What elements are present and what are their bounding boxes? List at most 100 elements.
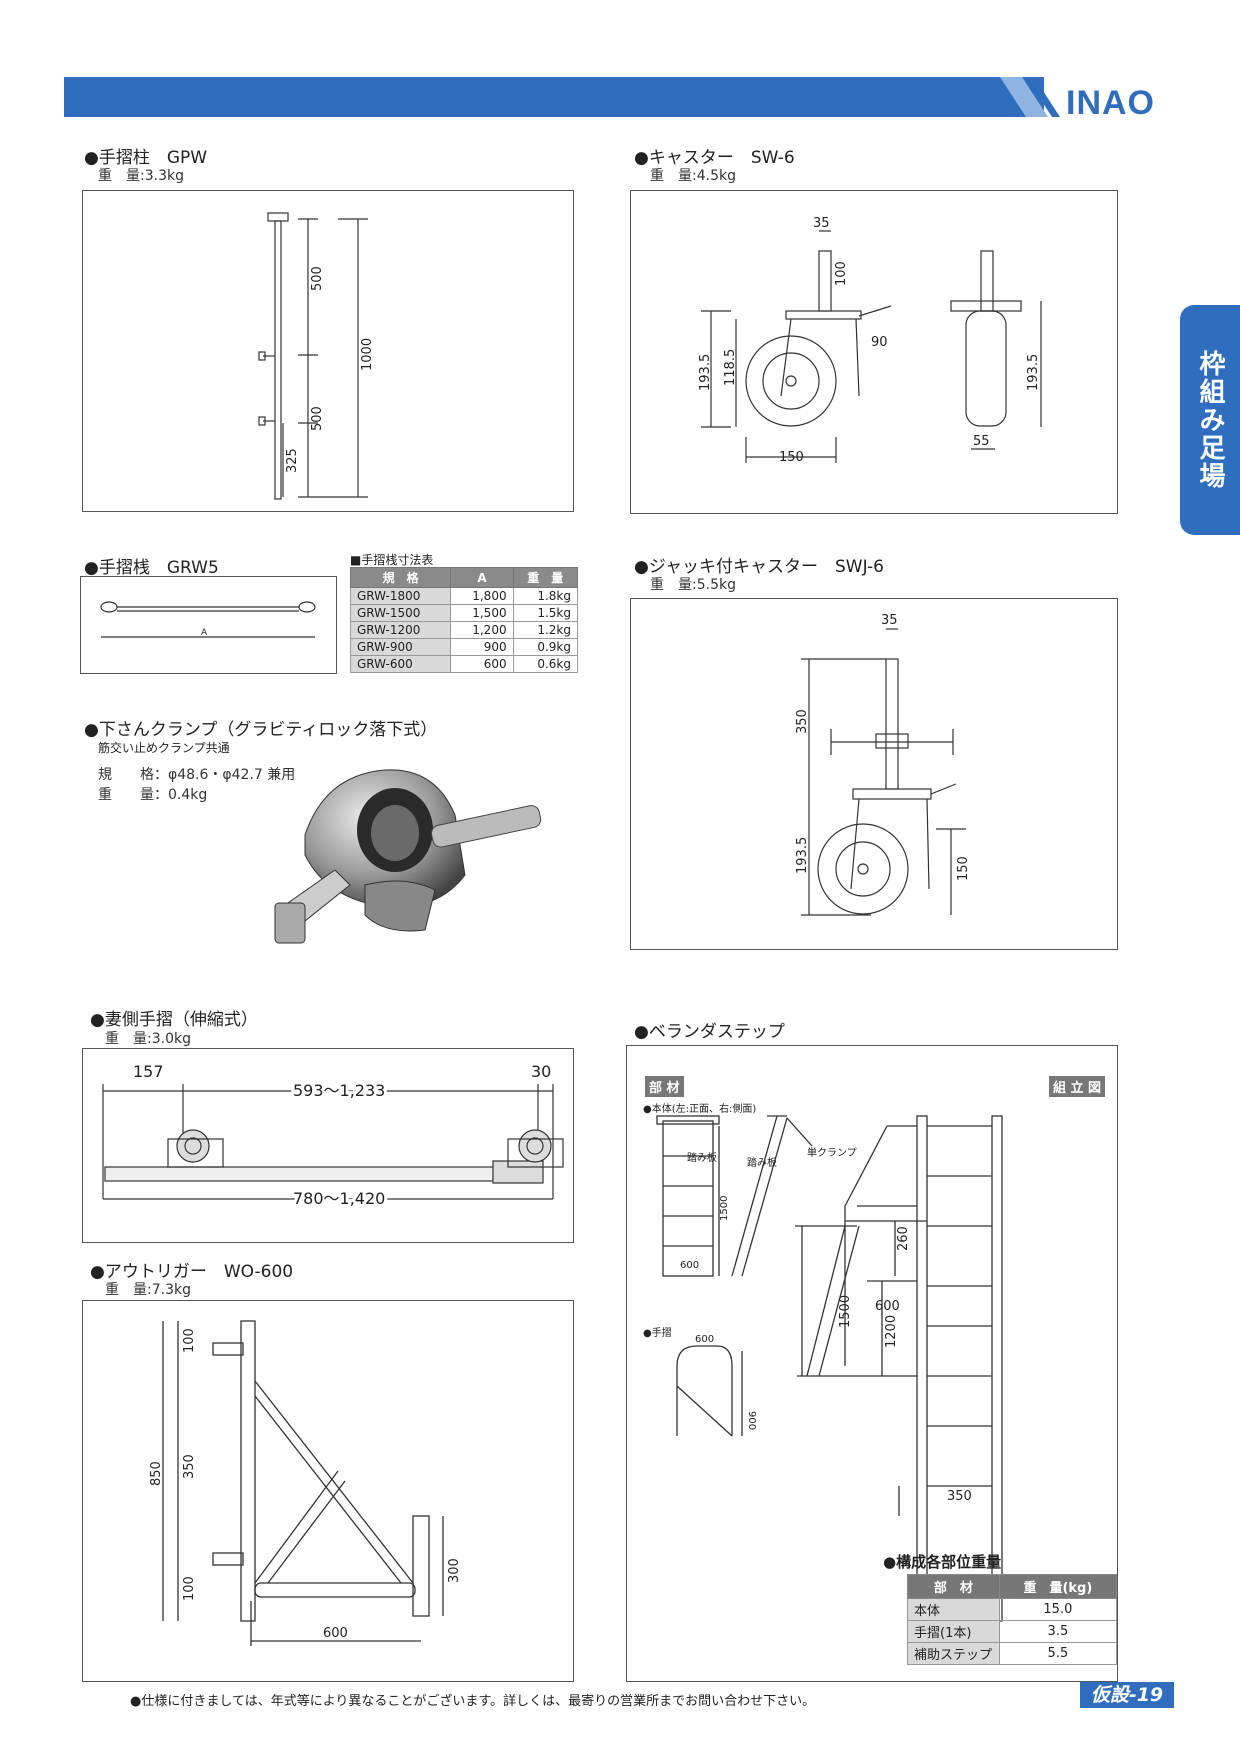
gpw-drawing: 500 1000 500 325 bbox=[258, 212, 375, 500]
table-cell: GRW-600 bbox=[349, 655, 452, 673]
veranda-handrail-label: ●手摺 bbox=[643, 1328, 672, 1339]
table-cell: GRW-900 bbox=[349, 638, 452, 656]
veranda-asm-260: 260 bbox=[896, 1226, 911, 1251]
clamp-photo bbox=[274, 769, 542, 944]
gable-dim-length: 780～1,420 bbox=[293, 1189, 385, 1208]
caster-weight: 重 量:4.5kg bbox=[650, 168, 736, 184]
jack-caster-drawing-frame: 35 350 193.5 150 bbox=[630, 598, 1118, 950]
gpw-dim-325: 325 bbox=[285, 448, 300, 473]
caster-dim-100: 100 bbox=[834, 261, 849, 286]
clamp-title: ●下さんクランプ（グラビティロック落下式） bbox=[84, 720, 438, 740]
outrigger-drawing: 100 350 100 850 300 600 bbox=[149, 1320, 462, 1646]
veranda-body-label: ●本体(左:正面、右:側面) bbox=[643, 1104, 757, 1115]
veranda-asm-600: 600 bbox=[875, 1299, 900, 1314]
outrigger-dim-100a: 100 bbox=[182, 1328, 197, 1353]
table-cell: 15.0 bbox=[998, 1598, 1118, 1621]
veranda-clamp-label: 単クランプ bbox=[807, 1146, 857, 1159]
table-cell: 0.6kg bbox=[512, 655, 579, 673]
caster-dim-150: 150 bbox=[779, 450, 804, 465]
page-number: 仮設-19 bbox=[1080, 1682, 1174, 1708]
table-cell: 600 bbox=[450, 655, 514, 673]
gable-dim-30: 30 bbox=[531, 1062, 551, 1081]
veranda-tread-2: 踏み板 bbox=[747, 1156, 777, 1169]
outrigger-drawing-frame: 100 350 100 850 300 600 bbox=[82, 1300, 574, 1682]
table-cell: 1.2kg bbox=[512, 621, 579, 639]
caster-drawing: 35 100 193.5 118.5 90 150 193.5 55 bbox=[698, 216, 1042, 465]
jack-dim-193: 193.5 bbox=[795, 837, 810, 874]
veranda-asm-350: 350 bbox=[947, 1489, 972, 1504]
veranda-asm-1500: 1500 bbox=[838, 1295, 853, 1328]
veranda-parts-tag: 部 材 bbox=[645, 1076, 684, 1097]
grw-dim-a: A bbox=[201, 628, 208, 638]
table-cell: 補助ステップ bbox=[907, 1642, 1000, 1665]
gpw-dim-500b: 500 bbox=[310, 406, 325, 431]
table-row: 手摺(1本)3.5 bbox=[907, 1620, 1118, 1643]
caster-drawing-frame: 35 100 193.5 118.5 90 150 193.5 55 bbox=[630, 190, 1118, 514]
gable-drawing: 157 593～1,233 30 780～1,420 bbox=[102, 1062, 564, 1211]
gpw-drawing-frame: 500 1000 500 325 bbox=[82, 190, 574, 512]
table-cell: 1,200 bbox=[450, 621, 514, 639]
gpw-weight: 重 量:3.3kg bbox=[98, 168, 184, 184]
outrigger-title: ●アウトリガー WO-600 bbox=[90, 1262, 294, 1282]
veranda-assembly-tag: 組 立 図 bbox=[1049, 1076, 1106, 1097]
table-cell: 1.8kg bbox=[512, 587, 579, 605]
grw-title: ●手摺桟 GRW5 bbox=[84, 558, 219, 578]
clamp-spec: 規 格：φ48.6・φ42.7 兼用 bbox=[98, 767, 296, 783]
table-cell: 0.9kg bbox=[512, 638, 579, 656]
grw-th-a: A bbox=[450, 567, 514, 588]
side-tab: 枠組み足場 bbox=[1180, 305, 1240, 535]
table-cell: 手摺(1本) bbox=[907, 1620, 1000, 1643]
jack-dim-350: 350 bbox=[795, 709, 810, 734]
gable-dim-range: 593～1,233 bbox=[293, 1081, 385, 1100]
caster-dim-35: 35 bbox=[813, 216, 830, 231]
veranda-parts-1500: 1500 bbox=[719, 1196, 730, 1221]
table-cell: 1,500 bbox=[450, 604, 514, 622]
outrigger-dim-300: 300 bbox=[447, 1558, 462, 1583]
caster-dim-193: 193.5 bbox=[698, 354, 713, 391]
table-cell: 5.5 bbox=[998, 1642, 1118, 1665]
header-bar bbox=[64, 77, 1044, 117]
gable-weight: 重 量:3.0kg bbox=[105, 1031, 191, 1047]
caster-side-dim-193: 193.5 bbox=[1026, 354, 1041, 391]
veranda-weights-title: ●構成各部位重量 bbox=[883, 1553, 1002, 1571]
veranda-handrail-900: 900 bbox=[746, 1411, 757, 1430]
veranda-frame: 部 材 組 立 図 ●本体(左:正面、右:側面) ●手摺 bbox=[626, 1045, 1118, 1682]
caster-title: ●キャスター SW-6 bbox=[634, 148, 795, 168]
grw-th-weight: 重 量 bbox=[512, 567, 579, 588]
grw-drawing-frame: A bbox=[80, 576, 337, 674]
grw-th-model: 規 格 bbox=[349, 567, 452, 588]
veranda-asm-1200: 1200 bbox=[884, 1315, 899, 1348]
table-cell: GRW-1500 bbox=[349, 604, 452, 622]
veranda-handrail-600: 600 bbox=[695, 1334, 714, 1345]
jack-caster-drawing: 35 350 193.5 150 bbox=[795, 613, 971, 916]
table-cell: 1,800 bbox=[450, 587, 514, 605]
caster-dim-90: 90 bbox=[871, 335, 888, 350]
outrigger-weight: 重 量:7.3kg bbox=[105, 1282, 191, 1298]
gpw-title: ●手摺柱 GPW bbox=[84, 148, 208, 168]
outrigger-dim-600: 600 bbox=[323, 1626, 348, 1641]
veranda-th-weight: 重 量(kg) bbox=[998, 1574, 1118, 1599]
caster-dim-118: 118.5 bbox=[723, 349, 738, 386]
table-cell: GRW-1200 bbox=[349, 621, 452, 639]
brand-logo: INAO bbox=[1066, 84, 1155, 122]
grw-drawing: A bbox=[100, 601, 316, 638]
gpw-dim-500a: 500 bbox=[310, 266, 325, 291]
header-stripe bbox=[1000, 77, 1060, 117]
table-cell: 1.5kg bbox=[512, 604, 579, 622]
caster-dim-55: 55 bbox=[973, 434, 990, 449]
jack-dim-35: 35 bbox=[881, 613, 898, 628]
jack-caster-title: ●ジャッキ付キャスター SWJ-6 bbox=[634, 557, 884, 577]
jack-dim-150: 150 bbox=[956, 856, 971, 881]
veranda-tread-1: 踏み板 bbox=[687, 1151, 717, 1164]
veranda-th-part: 部 材 bbox=[907, 1574, 1000, 1599]
clamp-weight: 重 量：0.4kg bbox=[98, 787, 208, 803]
veranda-parts-600: 600 bbox=[680, 1260, 699, 1271]
gpw-dim-1000: 1000 bbox=[360, 338, 375, 371]
